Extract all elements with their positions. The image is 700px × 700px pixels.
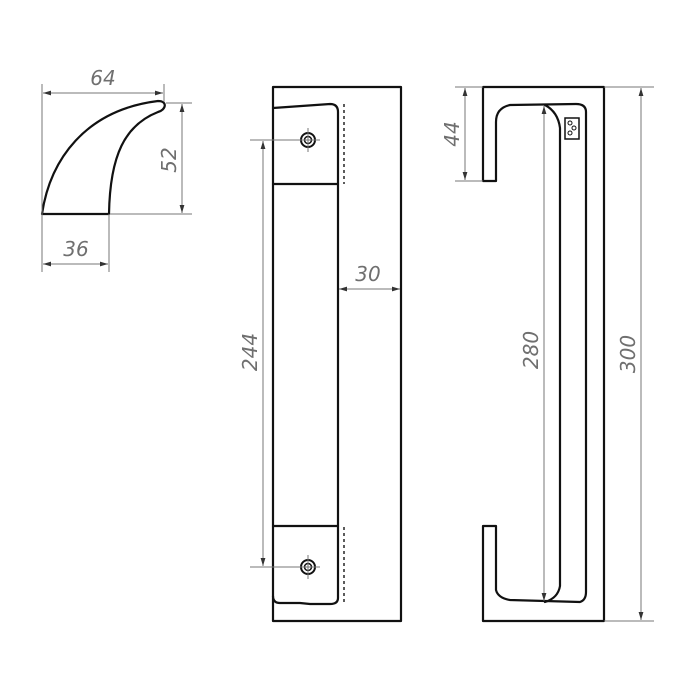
side-outer-outline <box>481 85 606 623</box>
dim-top-width: 64 <box>90 66 115 90</box>
grip-inner-line <box>543 103 562 604</box>
top-mounting-plate <box>271 102 340 186</box>
front-outer-outline <box>271 85 403 623</box>
bottom-mounting-plate <box>271 524 340 606</box>
brand-logo-icon <box>564 117 580 140</box>
side-view: 44 280 300 <box>440 85 654 623</box>
dim-tab-height: 44 <box>440 121 464 146</box>
dim-base-width: 36 <box>63 237 88 261</box>
profile-view: 64 52 36 <box>40 66 192 272</box>
dim-height: 52 <box>157 147 181 172</box>
dim-hole-spacing: 244 <box>238 333 262 371</box>
front-view: 244 30 <box>238 85 403 623</box>
dim-grip-length: 280 <box>519 331 543 369</box>
profile-outline <box>40 99 166 216</box>
dim-total-length: 300 <box>616 335 640 373</box>
dim-width: 30 <box>355 262 380 286</box>
